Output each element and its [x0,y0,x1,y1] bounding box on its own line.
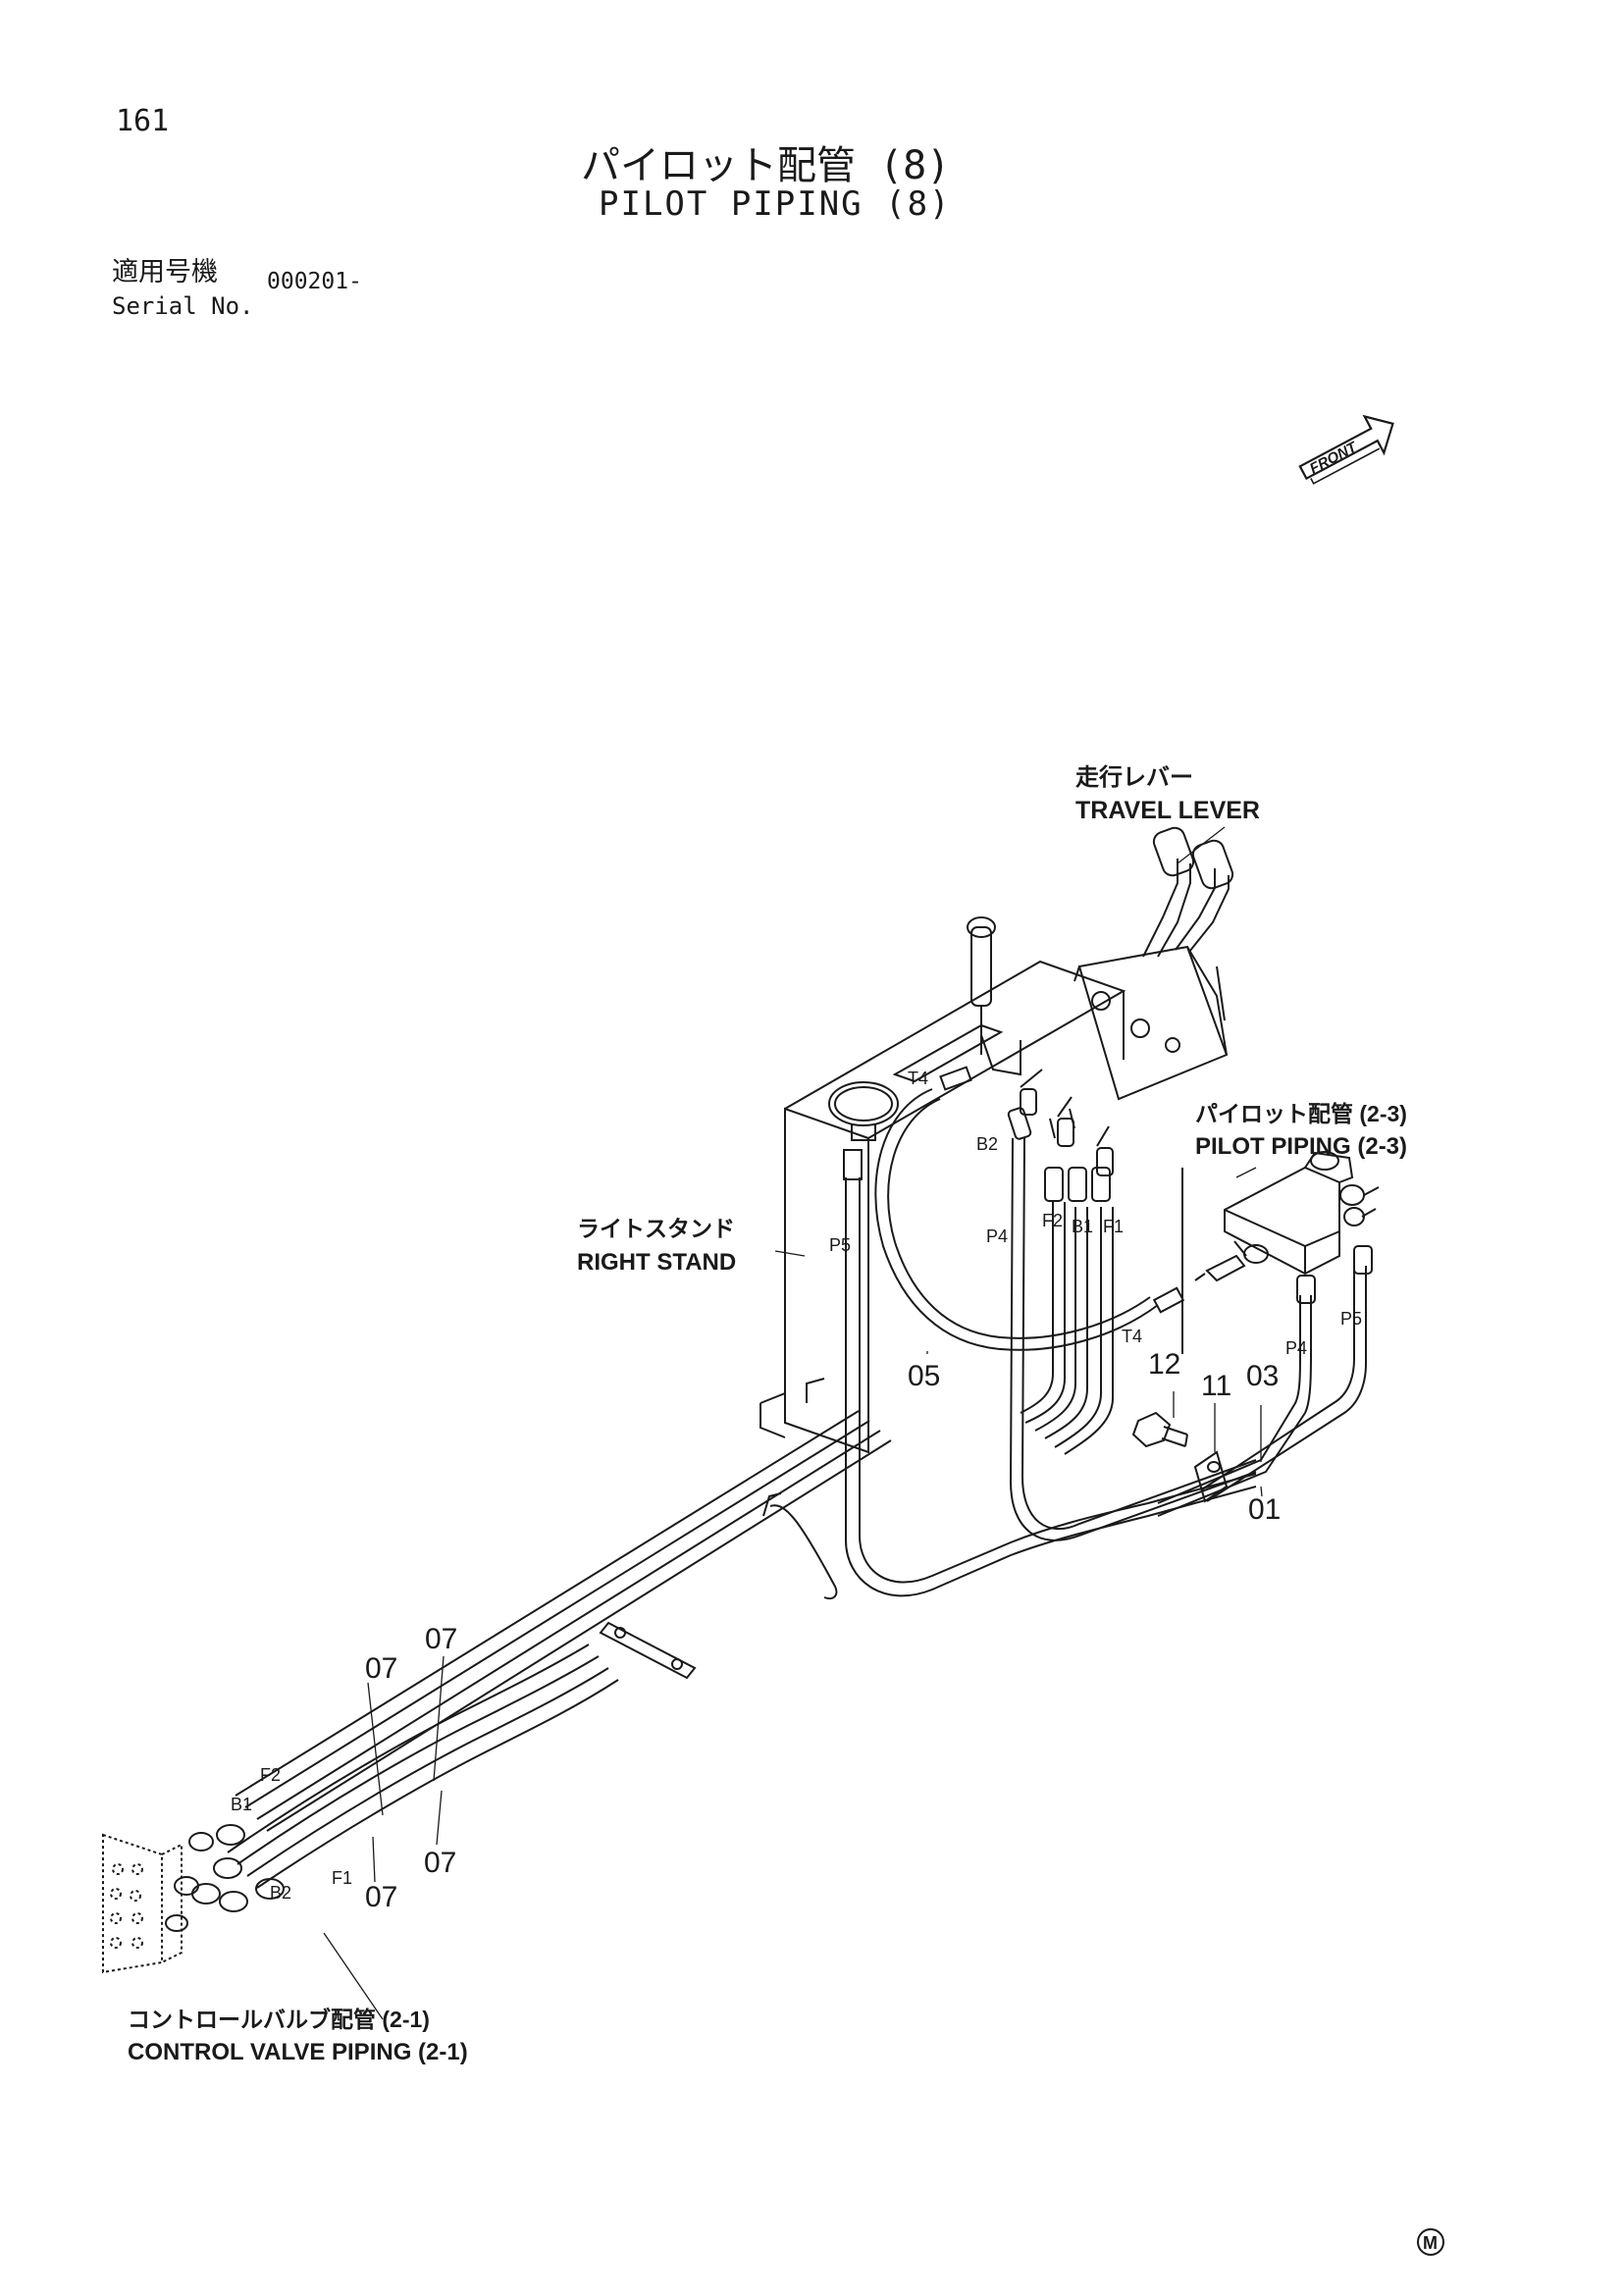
pilot-valve-block [1194,1151,1380,1282]
part-number-07-c: 07 [424,1847,456,1879]
callout-control-valve-en: CONTROL VALVE PIPING (2-1) [128,2039,468,2065]
stand-knob [967,916,996,1055]
clamp-11 [1193,1450,1229,1503]
callout-control-valve-jp: コントロールバルブ配管 (2-1) [128,2007,430,2032]
corner-mark: M [1417,2228,1444,2256]
port-label-f2-top: F2 [1042,1211,1063,1230]
hose-05 [874,1066,1185,1351]
control-valve-fittings [165,1824,285,1932]
callout-right-stand-jp: ライトスタンド [577,1216,735,1241]
serial-label-english: Serial No. [112,292,254,320]
serial-label-japanese: 適用号機 [112,257,218,287]
port-label-t4-bottom: T4 [1122,1327,1142,1346]
hose-bundle-07 [227,1410,892,1889]
port-label-f1-bottom: F1 [332,1868,352,1888]
bolt-12 [1131,1411,1188,1448]
control-valve-block [102,1833,183,1974]
title-english: PILOT PIPING (8) [599,184,952,224]
part-number-05: 05 [908,1360,940,1392]
port-label-f1-top: F1 [1103,1217,1124,1236]
port-label-f2-bottom: F2 [260,1765,281,1785]
lever-hoses [1007,1069,1257,1541]
port-label-b1-top: B1 [1072,1217,1093,1236]
svg-text:M: M [1423,2233,1438,2253]
stand-round-cover [828,1081,899,1141]
leader-lines [323,826,1263,2020]
front-arrow-icon: FRONT [1298,414,1394,485]
part-number-07-a: 07 [425,1623,457,1655]
port-label-b2-top: B2 [976,1134,998,1154]
callout-travel-lever-jp: 走行レバー [1075,763,1193,791]
port-label-p5-right: P5 [1340,1309,1362,1329]
port-label-t4-top: T4 [908,1069,928,1088]
port-label-b1-bottom: B1 [231,1795,252,1814]
title-japanese: パイロット配管 (8) [581,143,951,188]
callout-pilot-piping-jp: パイロット配管 (2-3) [1195,1101,1407,1126]
port-label-p5-stand: P5 [829,1235,851,1255]
part-number-03: 03 [1246,1360,1279,1392]
hoses-01-03 [1157,1245,1373,1517]
port-label-p4-left: P4 [986,1226,1008,1246]
right-stand-housing [759,960,1183,1454]
part-number-07-b: 07 [365,1652,397,1685]
callout-travel-lever-en: TRAVEL LEVER [1075,797,1260,824]
travel-lever-assembly [1049,826,1234,1139]
callout-right-stand-en: RIGHT STAND [577,1249,736,1276]
serial-number-value: 000201- [267,269,362,294]
callout-pilot-piping-en: PILOT PIPING (2-3) [1195,1133,1407,1160]
front-badge-text: FRONT [1307,438,1361,477]
bundle-clamps [599,1492,838,1680]
part-number-01: 01 [1248,1493,1281,1526]
part-number-12: 12 [1148,1348,1180,1381]
part-number-07-d: 07 [365,1881,397,1913]
part-number-11: 11 [1201,1370,1231,1402]
port-label-b2-bottom: B2 [270,1883,291,1903]
port-label-p4-right: P4 [1285,1338,1307,1358]
page-number: 161 [116,104,170,138]
